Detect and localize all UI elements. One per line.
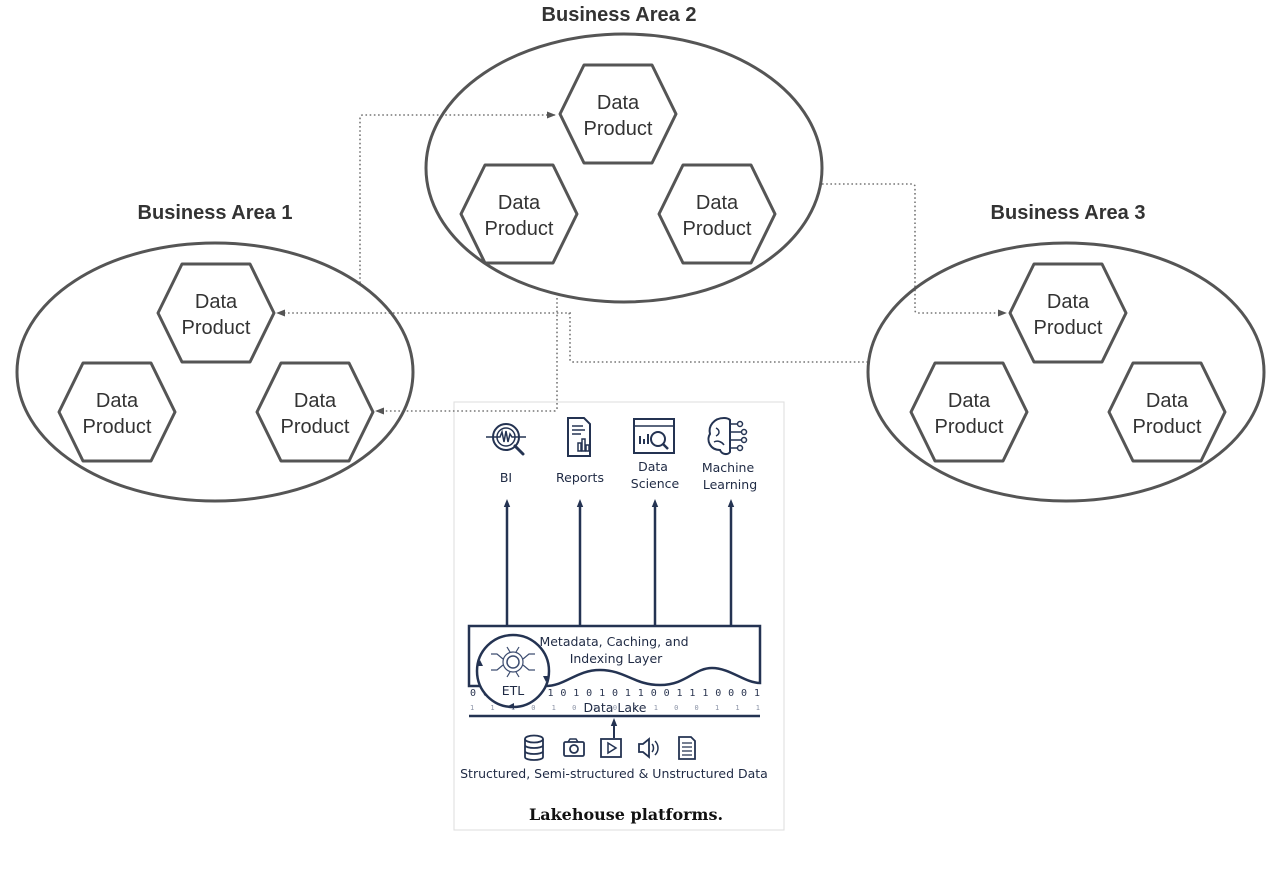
data-science-window-icon (633, 418, 675, 454)
connectors (276, 111, 1007, 415)
consumer-arrows (503, 499, 735, 626)
business-area-2: Business Area 2 (424, 4, 824, 304)
metadata-layer-label: Metadata, Caching, and Indexing Layer (539, 634, 692, 666)
etl-cycle: ETL (475, 633, 551, 709)
report-chart-icon (567, 417, 591, 457)
etl-cycle-arrow (477, 660, 483, 666)
etl-label: ETL (502, 683, 525, 698)
document-icon (678, 736, 696, 760)
connector-lakehouse-to-area1 (375, 298, 558, 415)
magnifier-waveform-icon (486, 423, 526, 456)
consumer-label-bi: BI (500, 470, 512, 485)
consumer-label-machine-learning: Machine Learning (702, 460, 758, 492)
connector-area3-to-area1 (566, 312, 868, 363)
hexagon-shape (255, 361, 375, 463)
lakehouse-caption: Lakehouse platforms. (529, 805, 723, 824)
hexagon-shape (459, 163, 579, 265)
consumer-label-reports: Reports (556, 470, 604, 485)
hexagon-shape (657, 163, 777, 265)
metadata-layer-box (467, 624, 762, 688)
hexagon-shape (1008, 262, 1128, 364)
business-area-title: Business Area 3 (991, 202, 1146, 224)
business-area-boundary (424, 32, 824, 304)
etl-cycle-arrow (508, 703, 514, 709)
connector-area2-to-area3 (822, 183, 1007, 317)
etl-chip-icon (491, 646, 535, 678)
business-area-title: Business Area 1 (138, 202, 293, 224)
sources-label: Structured, Semi-structured & Unstructur… (460, 766, 768, 781)
lakehouse-frame (453, 401, 785, 831)
video-play-icon (600, 738, 622, 758)
business-area-3: Business Area 3 (866, 202, 1266, 503)
business-area-title: Business Area 2 (542, 4, 697, 26)
consumer-label-data-science: Data Science (631, 459, 680, 491)
lakehouse-panel: BI Reports Data Science Machine Learning… (453, 401, 785, 831)
camera-icon (563, 738, 585, 757)
business-area-1: Business Area 1 (15, 202, 415, 503)
hexagon-shape (558, 63, 678, 165)
hexagon-shape (57, 361, 177, 463)
etl-cycle-arrow (543, 676, 549, 682)
data-lake-bits-secondary: 1 1 1 0 1 0 1 0 1 1 0 0 1 1 1 (470, 704, 760, 712)
brain-circuit-icon (707, 416, 748, 456)
business-area-boundary (15, 241, 415, 503)
hexagon-shape (156, 262, 276, 364)
database-icon (524, 734, 544, 761)
audio-speaker-icon (638, 737, 659, 759)
hexagon-shape (909, 361, 1029, 463)
data-lake-label: Data Lake (584, 700, 647, 715)
business-area-boundary (866, 241, 1266, 503)
hexagon-shape (1107, 361, 1227, 463)
connector-area1-to-area2 (359, 111, 556, 283)
data-lake-bits: 0 0 0 0 0 1 1 0 1 0 1 0 1 1 0 0 1 1 1 0 … (470, 688, 760, 699)
